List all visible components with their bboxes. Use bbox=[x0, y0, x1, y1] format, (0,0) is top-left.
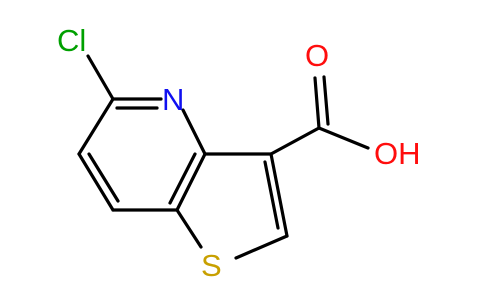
bond-c-o-double-b bbox=[322, 75, 330, 126]
atom-cl: Cl bbox=[57, 23, 86, 58]
atom-s: S bbox=[201, 248, 222, 283]
bond-c2-c3-double bbox=[263, 160, 280, 230]
bond-c2-c3 bbox=[269, 152, 289, 238]
bond-s-c2 bbox=[234, 234, 289, 260]
bond-c3-ccooh bbox=[269, 126, 321, 156]
bonds bbox=[77, 54, 370, 260]
atom-o-carbonyl: O bbox=[305, 38, 329, 73]
bond-c7a-c3a bbox=[175, 152, 207, 212]
atom-labels: Cl N S O OH bbox=[57, 23, 421, 283]
bond-c6-c7 bbox=[77, 152, 115, 212]
bond-c-o-double-a bbox=[313, 76, 321, 130]
bond-c6-c7-double bbox=[87, 152, 120, 203]
bond-c5-c6 bbox=[77, 97, 115, 156]
atom-n: N bbox=[162, 82, 184, 117]
bond-c-oh bbox=[317, 126, 370, 150]
bond-c5-cl bbox=[86, 54, 115, 101]
atom-oh: OH bbox=[374, 136, 421, 171]
bond-n-c3a bbox=[181, 108, 207, 156]
bond-c7a-c3a-double bbox=[168, 152, 197, 205]
bond-c7a-s bbox=[175, 208, 203, 249]
